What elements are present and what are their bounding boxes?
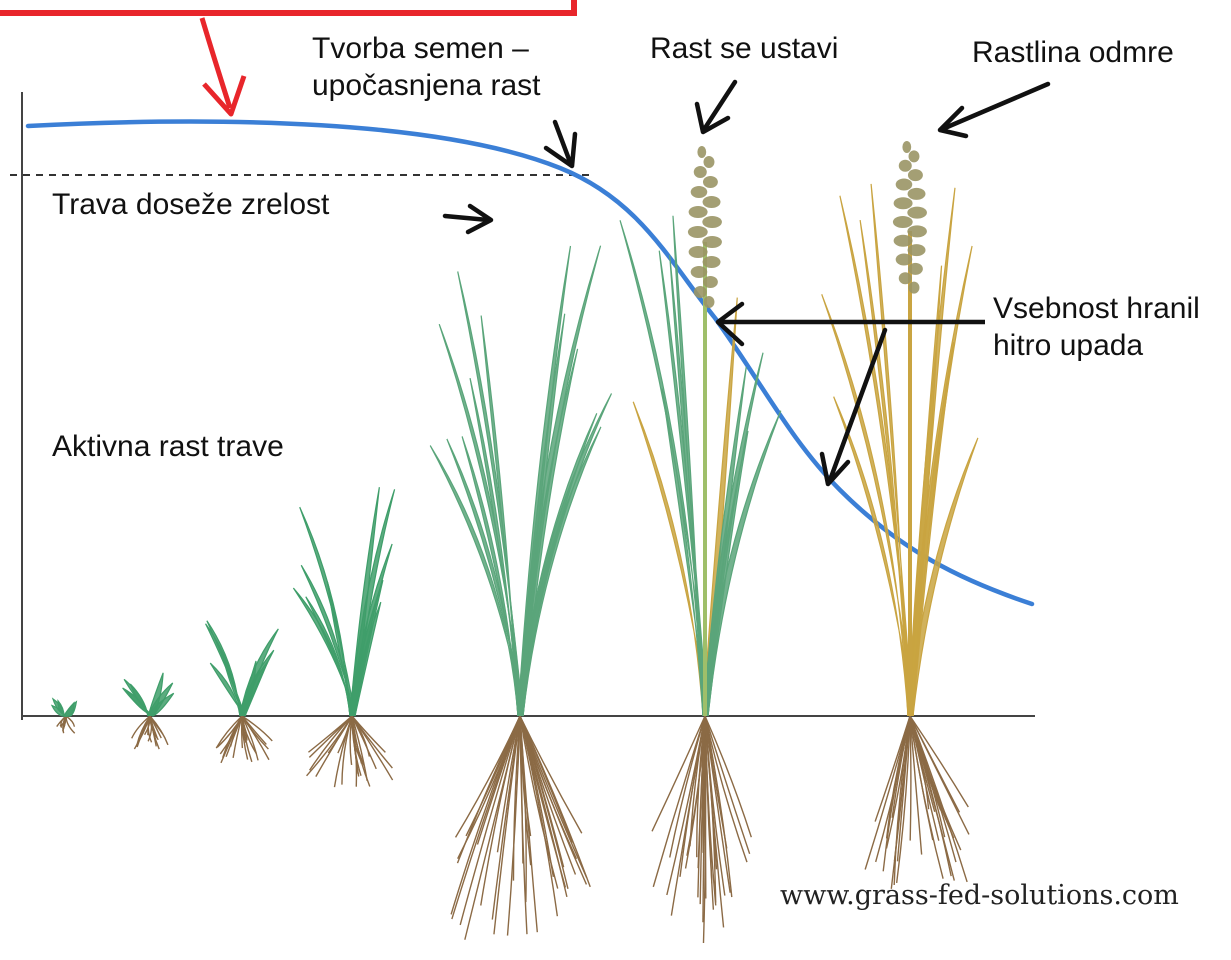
root [242,716,243,748]
seed-spikelet [908,244,926,256]
grass-stage-3 [206,621,279,763]
seed-spikelet [689,206,708,218]
seed-spikelet [907,207,927,219]
seed-spikelet [909,282,920,294]
seed-spikelet [694,286,707,298]
root [910,716,968,807]
seed-spikelet [907,225,927,237]
arrow-plant-dies [945,84,1048,128]
seed-spikelet [704,296,715,308]
grass-stage-5 [430,246,611,940]
seed-spikelet [694,166,707,178]
seed-spikelet [899,160,912,172]
seed-spikelet [896,254,913,266]
seed-spikelet [902,141,911,153]
seed-spikelet [688,226,708,238]
grass-stage-6 [620,146,781,943]
root [910,716,911,841]
red-callout-box [0,0,574,13]
label-seed-formation-line1: Tvorba semen – [312,30,578,67]
leaf-blade [822,294,913,716]
grass-stage-4 [293,487,394,787]
seed-spikelet [691,186,708,198]
grass-stage-7 [822,141,978,889]
label-seed-formation-line2: upočasnjena rast [312,67,578,104]
seed-spikelet [702,236,722,248]
leaf-blade [293,588,355,716]
seed-spikelet [697,146,706,158]
leaf-blade [834,397,913,716]
root [520,716,582,833]
seed-spikelet [908,169,923,181]
leaf-blade [64,703,74,716]
seed-spikelet [909,150,920,162]
seed-spikelet [703,176,718,188]
label-nutrients: Vsebnost hranil hitro upada [985,290,1200,364]
source-credit: www.grass-fed-solutions.com [780,880,1179,911]
label-plant-dies: Rastlina odmre [972,34,1174,71]
leaf-blade [240,629,278,716]
seed-spikelet [894,235,913,247]
seed-spikelet [896,179,913,191]
label-active-growth: Aktivna rast trave [40,424,304,483]
seed-spikelet [908,188,926,200]
seed-spikelet [893,216,913,228]
root [705,716,751,837]
seed-spikelet [899,272,912,284]
seed-spikelet [702,216,722,228]
label-seed-formation: Tvorba semen – upočasnjena rast [312,30,578,104]
seed-spikelet [703,276,718,288]
seed-spikelet [689,246,708,258]
leaf-blade [124,679,153,716]
seed-spikelet [691,266,708,278]
seed-spikelet [704,156,715,168]
label-nutrients-line1: Vsebnost hranil [993,290,1200,327]
label-growth-stops: Rast se ustavi [650,30,838,67]
seed-spikelet [908,263,923,275]
seed-spikelet [703,256,721,268]
seed-spikelet [703,196,721,208]
root [456,716,520,837]
arrow-maturity [445,216,488,220]
label-maturity: Trava doseže zrelost [40,182,423,237]
label-nutrients-line2: hitro upada [993,327,1200,364]
seed-spikelet [894,197,913,209]
grass-stage-2 [123,673,174,749]
grass-growth-stages [52,141,978,943]
